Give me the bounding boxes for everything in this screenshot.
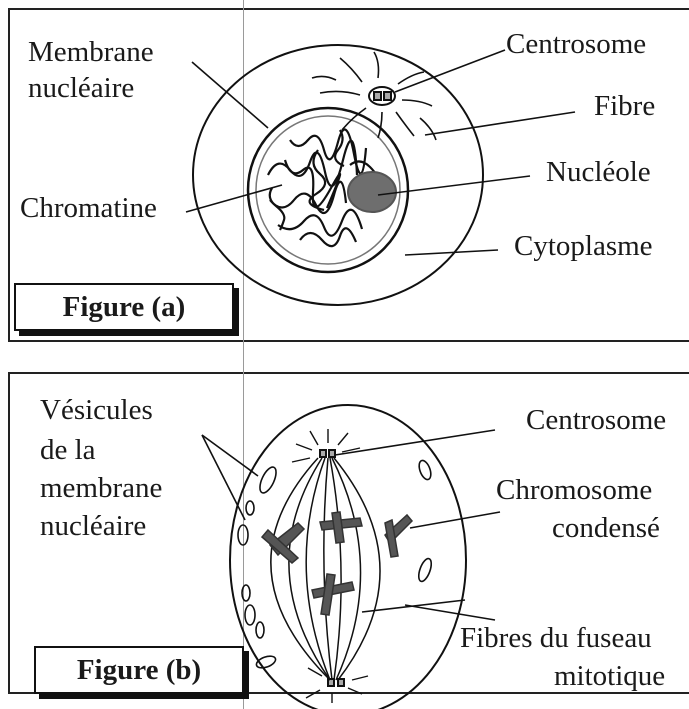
label-vesicules-line4: nucléaire <box>40 508 146 544</box>
label-vesicules-line1: Vésicules <box>40 392 153 428</box>
chromosomes <box>262 512 412 615</box>
label-chromosome-line2: condensé <box>552 510 660 546</box>
label-cytoplasme: Cytoplasme <box>514 228 653 264</box>
figure-a-caption: Figure (a) <box>14 283 234 331</box>
label-chromatine: Chromatine <box>20 190 157 226</box>
figure-b-caption: Figure (b) <box>34 646 244 694</box>
vesicles <box>238 459 434 670</box>
label-nucleole: Nucléole <box>546 154 651 190</box>
label-membrane-line1: Membrane <box>28 34 154 70</box>
label-fibres-line1: Fibres du fuseau <box>460 620 652 656</box>
label-vesicules-line3: membrane <box>40 470 162 506</box>
spindle-fibres <box>271 458 380 680</box>
interphase-cell <box>186 45 575 305</box>
label-centrosome-b: Centrosome <box>526 402 666 438</box>
nucleolus <box>348 172 396 212</box>
label-chromosome-line1: Chromosome <box>496 472 652 508</box>
label-vesicules-line2: de la <box>40 432 96 468</box>
leader-lines-a <box>186 50 575 255</box>
centrosome-a <box>369 87 395 105</box>
centrosome-b-top <box>320 450 335 457</box>
label-fibres-line2: mitotique <box>554 658 665 694</box>
prophase-cell <box>202 405 500 709</box>
label-membrane-line2: nucléaire <box>28 70 134 106</box>
label-fibre: Fibre <box>594 88 655 124</box>
centrosome-b-bottom <box>328 679 344 686</box>
label-centrosome-a: Centrosome <box>506 26 646 62</box>
